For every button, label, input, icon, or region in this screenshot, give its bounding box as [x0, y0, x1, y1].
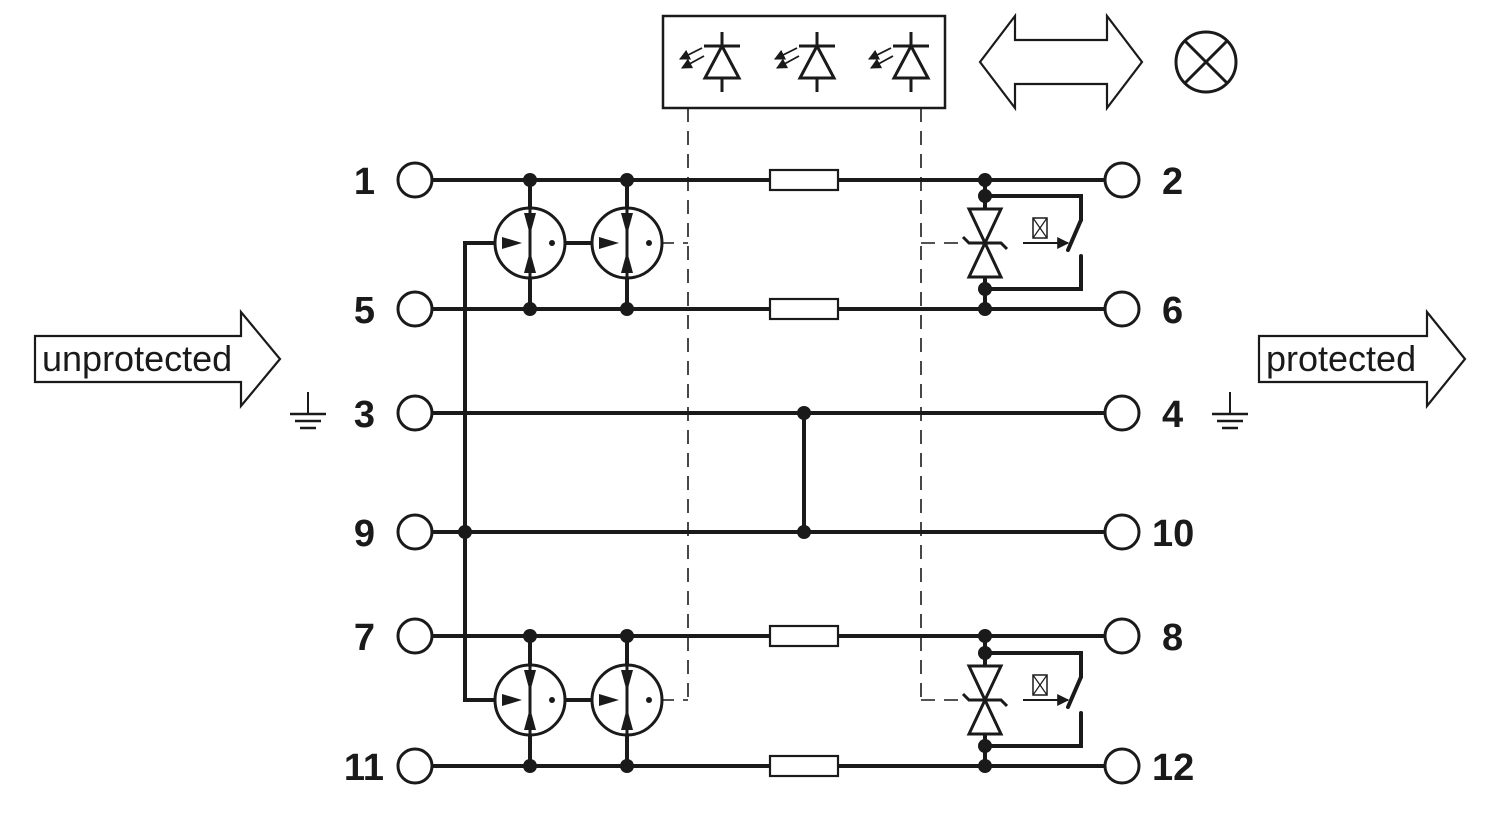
unprotected-label: unprotected [42, 338, 232, 379]
resistor-icon [768, 624, 840, 648]
protected-label: protected [1266, 338, 1416, 379]
relay-contact-icon [983, 194, 1083, 291]
terminal-10 [1103, 513, 1141, 551]
gas-discharge-tube-icon [493, 206, 567, 280]
pin-label-7: 7 [354, 617, 375, 659]
pin-label-5: 5 [354, 290, 375, 332]
terminal-2 [1103, 161, 1141, 199]
terminal-8 [1103, 617, 1141, 655]
led-indicator-box [661, 14, 947, 110]
gas-discharge-tube-icon [590, 663, 664, 737]
pin-label-3: 3 [354, 394, 375, 436]
pin-label-1: 1 [354, 161, 375, 203]
relay-contact-icon [983, 651, 1083, 748]
pin-label-8: 8 [1162, 617, 1183, 659]
resistor-icon [768, 754, 840, 778]
terminal-3 [396, 394, 434, 432]
terminal-7 [396, 617, 434, 655]
lamp-cross-icon [1174, 30, 1238, 94]
double-arrow-icon [978, 12, 1144, 112]
terminal-11 [396, 747, 434, 785]
bidirectional-tvs-diode-icon [961, 648, 1009, 752]
terminal-4 [1103, 394, 1141, 432]
gdt-ground-bus [463, 241, 497, 702]
ground-icon [1212, 392, 1248, 430]
pin-label-6: 6 [1162, 290, 1183, 332]
terminal-12 [1103, 747, 1141, 785]
pin-label-4: 4 [1162, 394, 1183, 436]
terminal-9 [396, 513, 434, 551]
gas-discharge-tube-icon [493, 663, 567, 737]
resistor-icon [768, 168, 840, 192]
pin-label-12: 12 [1152, 747, 1194, 789]
unprotected-arrow [33, 308, 282, 410]
resistor-icon [768, 297, 840, 321]
terminal-5 [396, 290, 434, 328]
gas-discharge-tube-icon [590, 206, 664, 280]
terminal-6 [1103, 290, 1141, 328]
pin-label-2: 2 [1162, 161, 1183, 203]
terminal-1 [396, 161, 434, 199]
bidirectional-tvs-diode-icon [961, 191, 1009, 295]
pin-label-9: 9 [354, 513, 375, 555]
pin-label-11: 11 [344, 747, 384, 789]
protected-arrow [1257, 308, 1467, 410]
ground-icon [290, 392, 326, 430]
pin-label-10: 10 [1152, 513, 1194, 555]
